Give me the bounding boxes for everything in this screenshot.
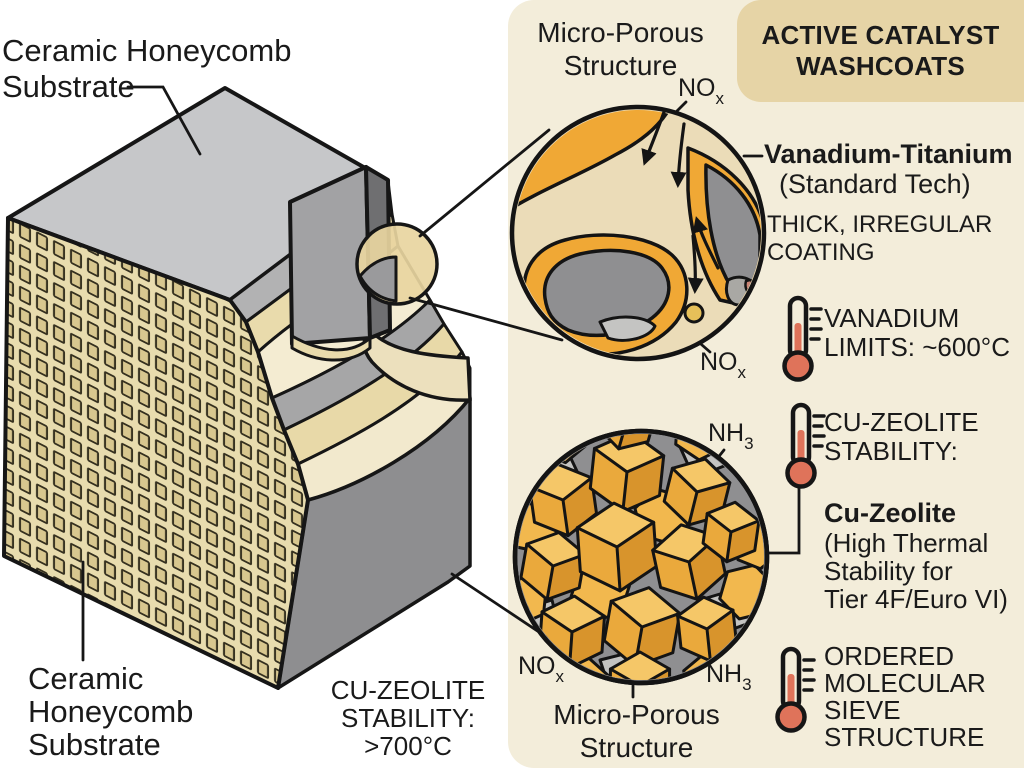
vanadium-tech: (Standard Tech) [779,169,971,199]
nox-label-mid: NOx [700,348,746,382]
nh3-label-top: NH3 [708,419,754,453]
cu-zeolite-stability-label: CU-ZEOLITE STABILITY: [824,407,979,466]
ceramic-substrate-block [2,86,472,690]
substrate-label-bottom: Ceramic Honeycomb Substrate [28,661,194,762]
nox-label-bottom: NOx [518,652,564,686]
vanadium-name: Vanadium-Titanium [764,139,1013,169]
callout-top-upper [418,128,551,238]
panel-header-line2: WASHCOATS [796,51,965,81]
gas-flow-arrows [641,110,720,294]
vanadium-limits: VANADIUM LIMITS: ~600°C [824,303,1010,362]
micro-porous-label-top: Micro-Porous Structure [537,17,704,81]
vanadium-coating-note: THICK, IRREGULAR COATING [767,211,993,266]
leader-top-label [126,85,202,156]
panel-header: ACTIVE CATALYST WASHCOATS [737,0,1024,102]
sieve-structure-note: ORDERED MOLECULAR SIEVE STRUCTURE [824,641,986,752]
cu-zeolite-desc: (High Thermal Stability for Tier 4F/Euro… [824,528,1008,614]
nh3-label-bottom: NH3 [706,660,752,694]
thermometer-icon-vanadium [785,298,822,380]
cu-zeolite-stability-note: CU-ZEOLITE STABILITY: >700°C [330,675,486,761]
thermometer-icon-cuzeolite [788,405,825,487]
magnifier-highlight-circle [355,222,439,306]
callout-top-lower [408,296,564,342]
cu-zeolite-name: Cu-Zeolite [824,498,956,528]
panel-header-line1: ACTIVE CATALYST [761,20,1000,50]
nox-label-top: NOx [678,74,724,108]
substrate-label-top: Ceramic Honeycomb Substrate [2,33,292,104]
leader-cuzeolite-thermo [764,485,801,555]
thermometer-icon-sieve [778,649,815,731]
cu-zeolite-circle [512,428,770,686]
micro-porous-label-bottom: Micro-Porous Structure [553,699,720,763]
